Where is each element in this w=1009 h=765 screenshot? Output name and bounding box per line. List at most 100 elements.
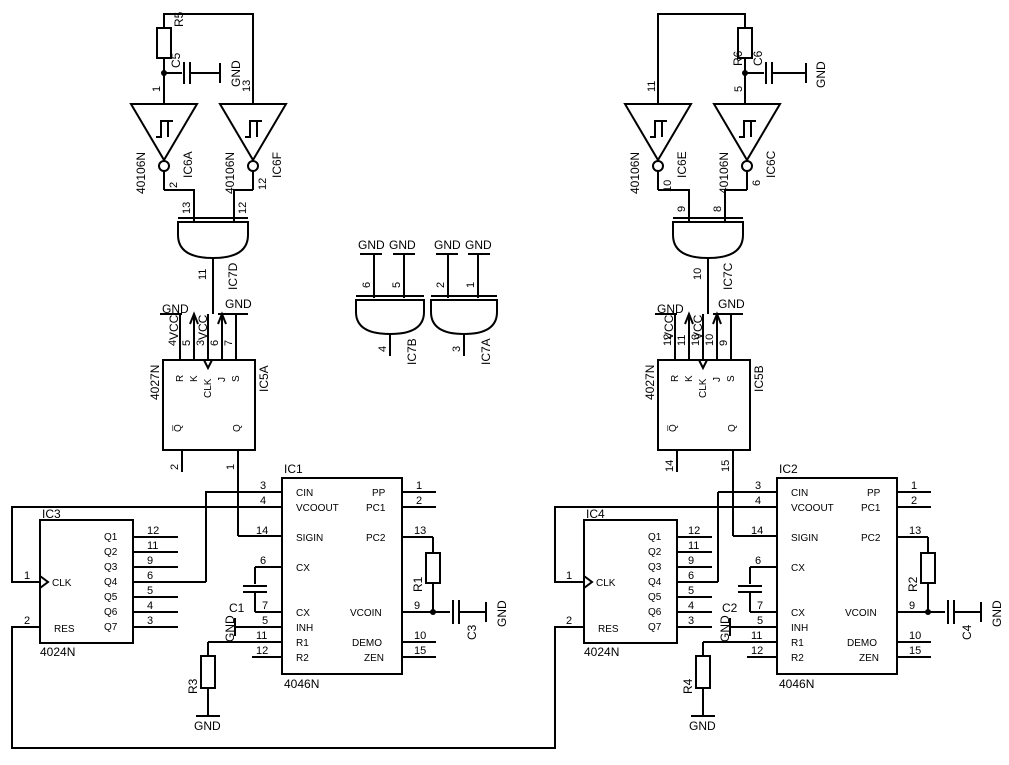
pin-number: 12 xyxy=(688,525,700,537)
inverter-ic6a: 40106N IC6A 2 xyxy=(129,103,199,194)
right-circuit: R6 C6 GND 11 5 40106N IC6E 10 40106N xyxy=(554,13,1004,733)
pll-body xyxy=(776,477,898,675)
ref-label: IC7C xyxy=(721,262,735,290)
flipflop-ic5b: GND GND VCC VCC 12 11 13 10 9 R K CLK J … xyxy=(643,297,766,536)
pin-number: 12 xyxy=(257,178,269,190)
pin-vcoout: VCOOUT xyxy=(296,503,339,514)
pin-number: 11 xyxy=(197,269,209,280)
pin-r1: R1 xyxy=(791,638,804,649)
pin-j: J xyxy=(217,377,228,382)
pin-number: 1 xyxy=(465,282,477,288)
ff-body xyxy=(657,359,751,451)
ref-label: IC6E xyxy=(675,151,689,178)
schmitt-icon xyxy=(156,120,173,138)
pin-number: 7 xyxy=(223,340,235,346)
flipflop-ic5a: GND GND VCC VCC 4 5 3 6 7 R K CLK J S Q xyxy=(148,297,271,536)
pin-number: 12 xyxy=(662,334,674,346)
pin-q6: Q6 xyxy=(104,607,118,618)
pin-number: 11 xyxy=(646,81,658,92)
pin-number: 12 xyxy=(237,202,249,214)
label-c5: C5 xyxy=(169,52,183,68)
pin-number: 2 xyxy=(168,182,180,188)
inverter-body xyxy=(712,103,782,162)
label-r3: R3 xyxy=(186,678,200,694)
gnd-label: GND xyxy=(657,302,684,316)
clk-marker xyxy=(203,359,213,371)
pin-clk: CLK xyxy=(596,578,616,589)
clk-marker xyxy=(39,575,50,589)
pin-number: 14 xyxy=(751,525,763,537)
pin-zen: ZEN xyxy=(364,653,384,664)
ref-label: IC1 xyxy=(284,462,303,476)
pin-number: 5 xyxy=(733,86,745,92)
pin-r: R xyxy=(175,375,186,382)
ref-label: IC2 xyxy=(779,462,798,476)
pin-number: 1 xyxy=(151,86,163,92)
pin-res: RES xyxy=(54,624,75,635)
pin-demo: DEMO xyxy=(847,638,877,649)
pin-k: K xyxy=(684,375,695,382)
feedback-loop: R5 C5 GND 1 13 xyxy=(151,11,254,118)
pin-number: 4 xyxy=(688,600,694,612)
gnd-label: GND xyxy=(358,238,385,252)
pin-number: 4 xyxy=(167,340,179,346)
pin-cx: CX xyxy=(296,608,310,619)
pin-number: 7 xyxy=(757,600,763,612)
pin-r2: R2 xyxy=(791,653,804,664)
pin-pc2: PC2 xyxy=(366,533,386,544)
pin-number: 2 xyxy=(416,495,422,507)
pin-number: 3 xyxy=(147,615,153,627)
pin-number: 2 xyxy=(566,615,572,627)
part-label: 40106N xyxy=(628,152,642,194)
gnd-label: GND xyxy=(389,238,416,252)
gnd-label: GND xyxy=(689,719,716,733)
ref-label: IC6A xyxy=(181,151,195,178)
xor-gate-ic7b: 4 IC7B xyxy=(355,295,425,365)
pin-pp: PP xyxy=(867,488,881,499)
wire xyxy=(658,189,690,222)
inverter-bubble xyxy=(158,160,170,172)
pin-number: 9 xyxy=(909,600,915,612)
ff-body xyxy=(162,359,256,451)
pin-j: J xyxy=(712,377,723,382)
wire xyxy=(163,13,254,118)
pin-clk: CLK xyxy=(203,378,214,398)
gnd-label: GND xyxy=(229,60,243,87)
part-label: 40106N xyxy=(717,152,731,194)
gnd-label: GND xyxy=(194,719,221,733)
pin-q7: Q7 xyxy=(648,622,662,633)
pin-number: 5 xyxy=(688,585,694,597)
pin-number: 11 xyxy=(147,540,158,552)
pin-q4: Q4 xyxy=(104,577,118,588)
schmitt-icon xyxy=(739,120,756,138)
label-c3: C3 xyxy=(465,624,479,640)
gnd-label: GND xyxy=(223,615,237,642)
label-r2: R2 xyxy=(906,576,920,592)
pin-number: 11 xyxy=(676,335,688,346)
pin-number: 3 xyxy=(195,340,207,346)
pin-number: 6 xyxy=(260,555,266,567)
pin-demo: DEMO xyxy=(352,638,382,649)
counter-body xyxy=(39,519,134,644)
pin-number: 12 xyxy=(751,645,763,657)
pin-q1: Q1 xyxy=(648,532,662,543)
pin-pc1: PC1 xyxy=(861,503,881,514)
pin-number: 2 xyxy=(435,282,447,288)
wire xyxy=(164,189,195,222)
pin-number: 13 xyxy=(241,80,253,92)
ref-label: IC4 xyxy=(586,507,605,521)
gnd-label: GND xyxy=(718,297,745,311)
gnd-label: GND xyxy=(718,615,732,642)
pin-s: S xyxy=(231,375,242,382)
gate-body xyxy=(177,221,249,260)
ref-label: IC7B xyxy=(405,338,419,365)
pin-number: 6 xyxy=(209,340,221,346)
pin-q-bar: Q̅ xyxy=(172,424,184,432)
pin-number: 13 xyxy=(909,525,921,537)
ref-label: IC5B xyxy=(752,365,766,392)
pin-number: 10 xyxy=(414,630,426,642)
pin-number: 2 xyxy=(24,615,30,627)
pin-pc2: PC2 xyxy=(861,533,881,544)
pin-number: 8 xyxy=(712,206,724,212)
